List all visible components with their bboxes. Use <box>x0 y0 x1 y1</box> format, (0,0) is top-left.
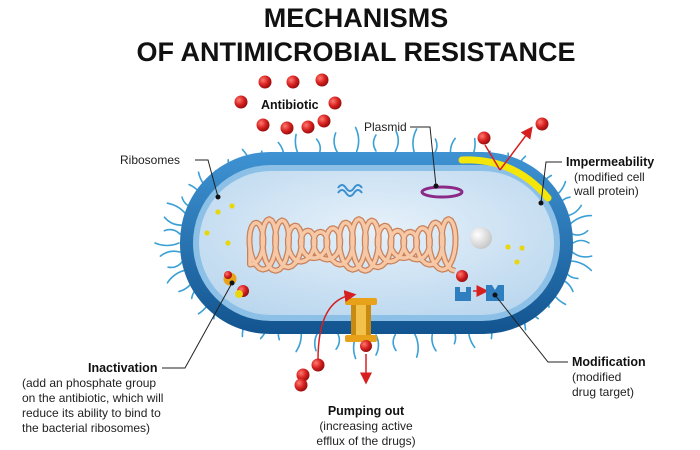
antibiotic-molecule <box>296 368 310 382</box>
antibiotic-molecule <box>311 358 325 372</box>
label-pumping-out: Pumping out <box>328 404 405 418</box>
label-antibiotic: Antibiotic <box>261 98 319 112</box>
antibiotic-molecule <box>294 378 308 392</box>
inactivated-antibiotic <box>223 271 249 298</box>
ribosome <box>215 209 221 215</box>
flagellum <box>167 260 184 269</box>
label-modification: Modification <box>572 355 646 369</box>
flagellum <box>392 333 397 352</box>
flagellum <box>354 126 360 153</box>
antibiotic-molecule <box>280 121 294 135</box>
ribosome <box>514 259 520 265</box>
flagellum <box>372 134 377 152</box>
label-pumping-out-line: efflux of the drugs) <box>316 434 415 448</box>
flagellum <box>333 132 339 154</box>
label-inactivation-line: on the antibiotic, which will <box>22 391 163 405</box>
flagellum <box>413 332 419 358</box>
antibiotic-molecule <box>477 131 491 145</box>
flagellum <box>412 128 418 154</box>
modified-wall-segment <box>458 156 552 202</box>
antibiotic-molecule <box>360 340 372 352</box>
antibiotic-molecule <box>535 117 549 131</box>
flagellum <box>568 260 593 272</box>
label-plasmid: Plasmid <box>364 120 407 134</box>
label-modification-line: (modified <box>572 370 621 384</box>
leader-lines <box>162 126 568 369</box>
flagellum <box>572 239 590 244</box>
antibiotic-molecule <box>286 75 300 89</box>
antibiotic-molecule <box>234 95 248 109</box>
antibiotic-molecule <box>317 114 331 128</box>
antibiotic-molecule <box>315 73 329 87</box>
flagellum <box>568 214 593 226</box>
flagellum <box>163 216 184 226</box>
label-inactivation-line: reduce its ability to bind to <box>22 406 161 420</box>
flagellum <box>163 228 181 235</box>
antibiotic-molecule <box>258 75 272 89</box>
ribosome <box>204 230 210 236</box>
small-coil-icon <box>337 184 363 197</box>
dna-coil-icon <box>246 216 459 274</box>
antibiotic-molecule <box>328 96 342 110</box>
antibiotic-molecules <box>234 73 549 392</box>
ribosome <box>225 240 231 246</box>
title-line-1: MECHANISMS <box>264 3 449 33</box>
flagellum <box>159 250 181 257</box>
flagellum <box>394 130 400 153</box>
label-ribosomes: Ribosomes <box>120 153 180 167</box>
label-inactivation: Inactivation <box>88 361 157 375</box>
title-line-2: OF ANTIMICROBIAL RESISTANCE <box>136 37 575 67</box>
label-impermeability-line: wall protein) <box>573 184 639 198</box>
label-modification-line: drug target) <box>572 385 634 399</box>
ribosome <box>229 203 235 209</box>
ribosomes-group <box>204 203 525 265</box>
flagellum <box>154 242 180 247</box>
label-impermeability-line: (modified cell <box>574 170 645 184</box>
granule <box>470 227 492 249</box>
label-pumping-out-line: (increasing active <box>319 419 413 433</box>
ribosome <box>505 244 511 250</box>
ribosome <box>519 245 525 251</box>
label-inactivation-line: the bacterial ribosomes) <box>22 421 150 435</box>
flagellum <box>571 251 593 258</box>
label-impermeability: Impermeability <box>566 155 654 169</box>
antibiotic-molecule <box>256 118 270 132</box>
plasmid-ring-icon <box>420 185 464 199</box>
antibiotic-molecule <box>456 270 468 282</box>
red-arrows <box>317 126 533 385</box>
label-inactivation-line: (add an phosphate group <box>22 376 156 390</box>
flagellum <box>571 229 589 236</box>
antibiotic-molecule <box>301 120 315 134</box>
flagellum <box>335 332 341 350</box>
dna-strand <box>247 217 458 273</box>
